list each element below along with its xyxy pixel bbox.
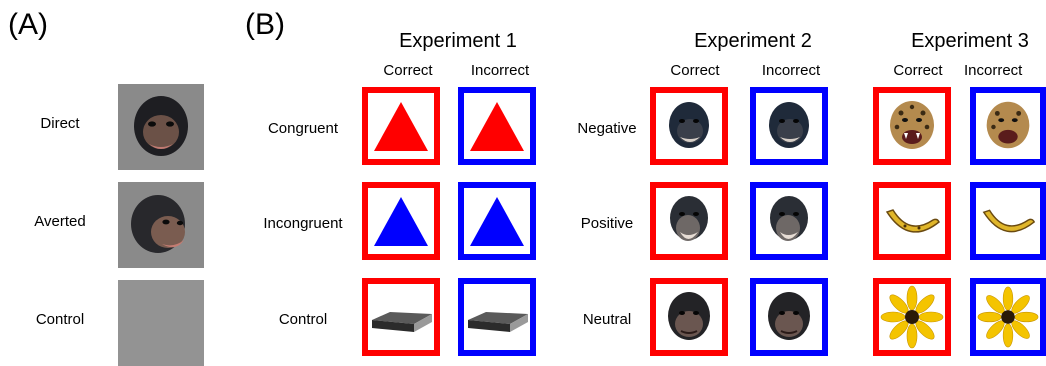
exp1-congruent-correct-cell (362, 87, 440, 165)
exp2-positive-correct-cell (650, 182, 728, 260)
row-label-negative: Negative (577, 120, 637, 137)
row-label-positive: Positive (580, 215, 634, 232)
banana-icon (885, 209, 940, 233)
exp1-col-incorrect: Incorrect (470, 62, 530, 79)
exp2-neutral-correct-cell (650, 278, 728, 356)
exp2-positive-incorrect-cell (750, 182, 828, 260)
row-label-averted: Averted (34, 213, 86, 230)
exp1-incongruent-correct-cell (362, 182, 440, 260)
exp3-row3-incorrect-cell (970, 278, 1046, 356)
chimp-neutral-face-icon (668, 292, 710, 340)
red-triangle-icon (374, 102, 428, 151)
exp3-col-incorrect: Incorrect (964, 62, 1023, 79)
chimp-face-direct-icon (118, 84, 204, 170)
blue-triangle-icon (374, 197, 428, 246)
exp1-col-correct: Correct (383, 62, 433, 79)
exp1-control-incorrect-cell (458, 278, 536, 356)
chimp-negative-face-icon (769, 102, 809, 148)
leopard-face-icon (986, 101, 1030, 149)
exp2-col-incorrect: Incorrect (761, 62, 821, 79)
exp3-row1-correct-cell (873, 87, 951, 165)
exp3-row1-incorrect-cell (970, 87, 1046, 165)
chimp-negative-face-icon (669, 102, 709, 148)
panel-b-label: (B) (245, 8, 285, 41)
experiment-3-title: Experiment 3 (911, 30, 1029, 52)
book-icon (468, 312, 528, 332)
row-label-exp1-control: Control (278, 311, 328, 328)
exp3-row2-correct-cell (873, 182, 951, 260)
exp3-row3-correct-cell (873, 278, 951, 356)
flower-icon (880, 285, 944, 349)
exp1-congruent-incorrect-cell (458, 87, 536, 165)
row-label-incongruent: Incongruent (263, 215, 343, 232)
leopard-face-icon (890, 101, 934, 149)
experiment-1-title: Experiment 1 (399, 30, 517, 52)
exp2-negative-correct-cell (650, 87, 728, 165)
flower-icon (977, 286, 1039, 348)
panel-a-label: (A) (8, 8, 48, 41)
exp1-control-correct-cell (362, 278, 440, 356)
blue-triangle-icon (470, 197, 524, 246)
chimp-positive-face-icon (670, 196, 708, 241)
chimp-positive-face-icon (770, 196, 808, 241)
exp3-col-correct: Correct (893, 62, 943, 79)
exp3-row2-incorrect-cell (970, 182, 1046, 260)
exp2-negative-incorrect-cell (750, 87, 828, 165)
experiment-2-title: Experiment 2 (694, 30, 812, 52)
red-triangle-icon (470, 102, 524, 151)
row-label-neutral: Neutral (582, 311, 632, 328)
book-icon (372, 312, 432, 332)
row-label-control: Control (35, 311, 85, 328)
exp2-col-correct: Correct (670, 62, 720, 79)
row-label-direct: Direct (40, 115, 80, 132)
row-label-congruent: Congruent (267, 120, 339, 137)
gray-square-icon (118, 280, 204, 366)
exp1-incongruent-incorrect-cell (458, 182, 536, 260)
banana-icon (982, 209, 1036, 233)
exp2-neutral-incorrect-cell (750, 278, 828, 356)
chimp-face-averted-icon (118, 182, 204, 268)
chimp-neutral-face-icon (768, 292, 810, 340)
